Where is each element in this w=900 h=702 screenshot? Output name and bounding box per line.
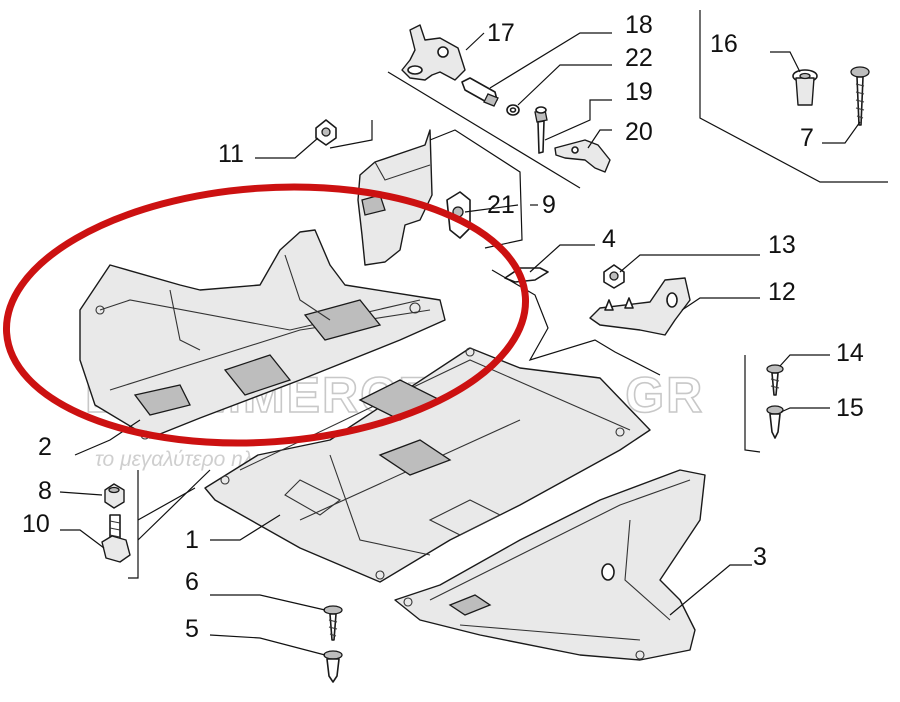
callout-9: 9	[542, 191, 556, 219]
part-11-nut	[315, 119, 337, 146]
callout-5: 5	[185, 615, 199, 643]
part-2-front-shield	[79, 229, 446, 440]
part-17-bracket	[401, 24, 466, 81]
callout-8: 8	[38, 477, 52, 505]
callout-1: 1	[185, 526, 199, 554]
part-10-stud-bolt	[101, 514, 131, 563]
part-15-push-clip	[766, 405, 784, 439]
callout-4: 4	[602, 225, 616, 253]
part-16-rivet-nut	[792, 69, 818, 106]
callout-7: 7	[800, 124, 814, 152]
callout-17: 17	[487, 19, 515, 47]
assembly-brackets	[128, 10, 888, 579]
part-14-screw	[766, 364, 784, 396]
callout-15: 15	[836, 394, 864, 422]
callout-numbers: 17 18 22 19 20 16 7 11 21 9 4 13 12 14 1…	[22, 11, 864, 643]
part-3-side-shield	[394, 469, 706, 661]
callout-6: 6	[185, 568, 199, 596]
callout-19: 19	[625, 78, 653, 106]
callout-18: 18	[625, 11, 653, 39]
part-7-screw	[850, 66, 870, 126]
callout-2: 2	[38, 433, 52, 461]
callout-10: 10	[22, 510, 50, 538]
callout-14: 14	[836, 339, 864, 367]
callout-11: 11	[218, 140, 244, 168]
leader-lines	[59, 32, 861, 656]
part-5-push-clip	[323, 650, 343, 683]
callout-20: 20	[625, 118, 653, 146]
callout-21: 21	[487, 191, 515, 219]
part-4-clip	[504, 267, 549, 283]
part-8-nut	[104, 483, 125, 509]
callout-3: 3	[753, 543, 767, 571]
callout-13: 13	[768, 231, 796, 259]
part-18-pin	[461, 77, 499, 107]
part-12-angle-bracket	[589, 277, 691, 336]
callout-12: 12	[768, 278, 796, 306]
part-22-washer	[506, 104, 520, 116]
callout-22: 22	[625, 44, 653, 72]
part-6-screw	[323, 605, 343, 641]
part-19-bolt	[534, 106, 548, 154]
callout-16: 16	[710, 30, 738, 58]
part-20-bracket	[554, 139, 611, 173]
highlight-ring	[2, 183, 530, 447]
part-13-nut	[603, 264, 625, 289]
